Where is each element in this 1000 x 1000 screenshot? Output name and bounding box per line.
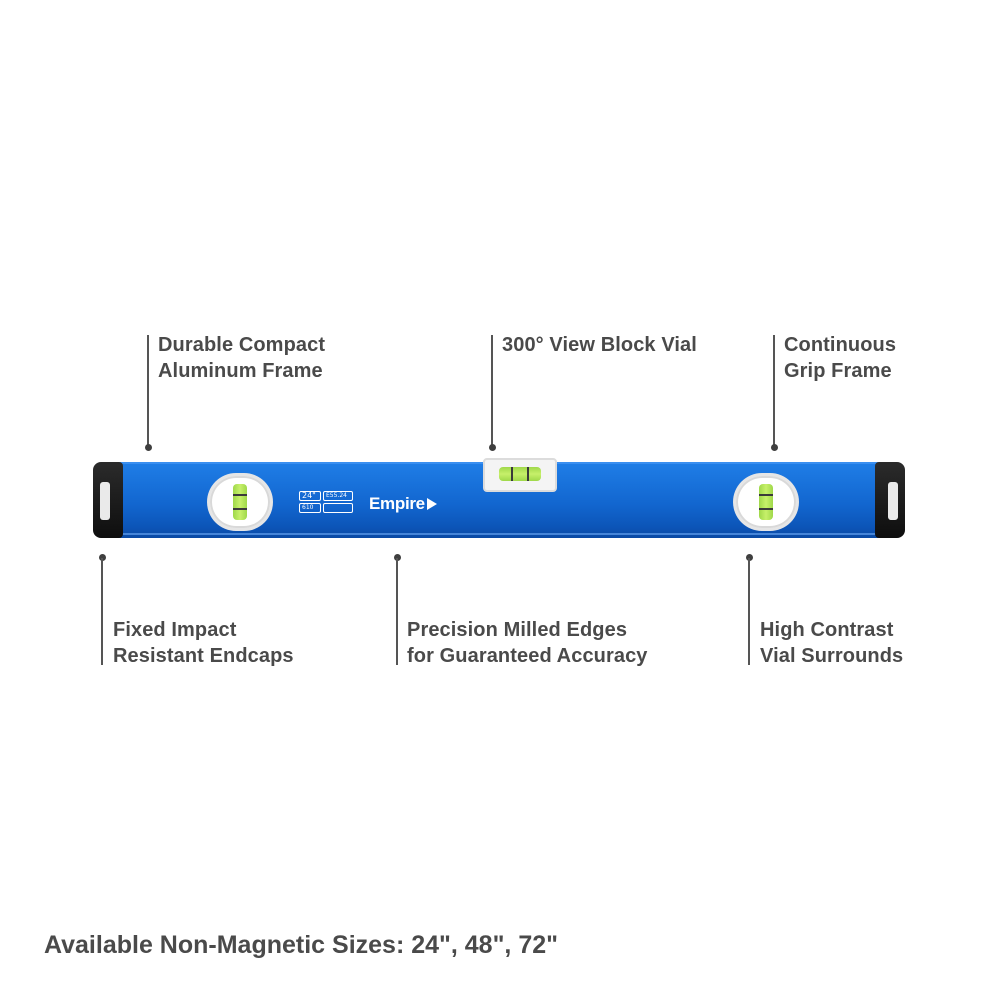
callout-endcaps: Fixed Impact Resistant Endcaps bbox=[113, 617, 294, 669]
callout-line: Fixed Impact bbox=[113, 619, 237, 641]
block-vial bbox=[483, 458, 557, 492]
leader-line bbox=[491, 335, 493, 447]
level-vial bbox=[499, 467, 541, 481]
endcap-slot bbox=[888, 482, 898, 520]
leader-dot bbox=[746, 554, 753, 561]
callout-line: Grip Frame bbox=[784, 360, 892, 382]
endcap-slot bbox=[100, 482, 110, 520]
callout-milled-edges: Precision Milled Edges for Guaranteed Ac… bbox=[407, 617, 648, 669]
metric-label: 610 bbox=[299, 503, 321, 513]
leader-line bbox=[147, 335, 149, 447]
vial-surround-left bbox=[210, 476, 270, 528]
endcap-right bbox=[875, 462, 905, 538]
callout-aluminum-frame: Durable Compact Aluminum Frame bbox=[158, 332, 325, 384]
callout-line: Vial Surrounds bbox=[760, 645, 904, 667]
level-tool: 24" E55.24 610 Empire bbox=[93, 458, 905, 540]
plumb-vial-left bbox=[233, 484, 247, 520]
callout-line: Resistant Endcaps bbox=[113, 645, 294, 667]
arrow-icon bbox=[426, 498, 437, 510]
level-body: 24" E55.24 610 Empire bbox=[113, 458, 885, 538]
leader-dot bbox=[145, 444, 152, 451]
leader-line bbox=[396, 558, 398, 665]
leader-line bbox=[101, 558, 103, 665]
vial-surround-right bbox=[736, 476, 796, 528]
callout-grip-frame: Continuous Grip Frame bbox=[784, 332, 896, 384]
leader-dot bbox=[99, 554, 106, 561]
endcap-left bbox=[93, 462, 123, 538]
leader-dot bbox=[394, 554, 401, 561]
leader-line bbox=[773, 335, 775, 447]
brand-name: Empire bbox=[369, 494, 425, 513]
plumb-vial-right bbox=[759, 484, 773, 520]
callout-line: Precision Milled Edges bbox=[407, 619, 628, 641]
leader-dot bbox=[489, 444, 496, 451]
available-sizes-text: Available Non-Magnetic Sizes: 24", 48", … bbox=[44, 931, 558, 959]
spec-label: 24" E55.24 610 bbox=[299, 491, 355, 515]
model-label: E55.24 bbox=[323, 491, 353, 501]
callout-line: Durable Compact bbox=[158, 334, 326, 356]
callout-line: 300° View Block Vial bbox=[502, 334, 697, 356]
certification-marks bbox=[323, 503, 353, 513]
callout-line: for Guaranteed Accuracy bbox=[407, 645, 648, 667]
callout-block-vial: 300° View Block Vial bbox=[502, 332, 697, 358]
callout-line: High Contrast bbox=[760, 619, 894, 641]
callout-vial-surrounds: High Contrast Vial Surrounds bbox=[760, 617, 903, 669]
size-label: 24" bbox=[299, 491, 321, 501]
leader-dot bbox=[771, 444, 778, 451]
brand-logo: Empire bbox=[369, 494, 437, 514]
callout-line: Continuous bbox=[784, 334, 897, 356]
callout-line: Aluminum Frame bbox=[158, 360, 323, 382]
leader-line bbox=[748, 558, 750, 665]
